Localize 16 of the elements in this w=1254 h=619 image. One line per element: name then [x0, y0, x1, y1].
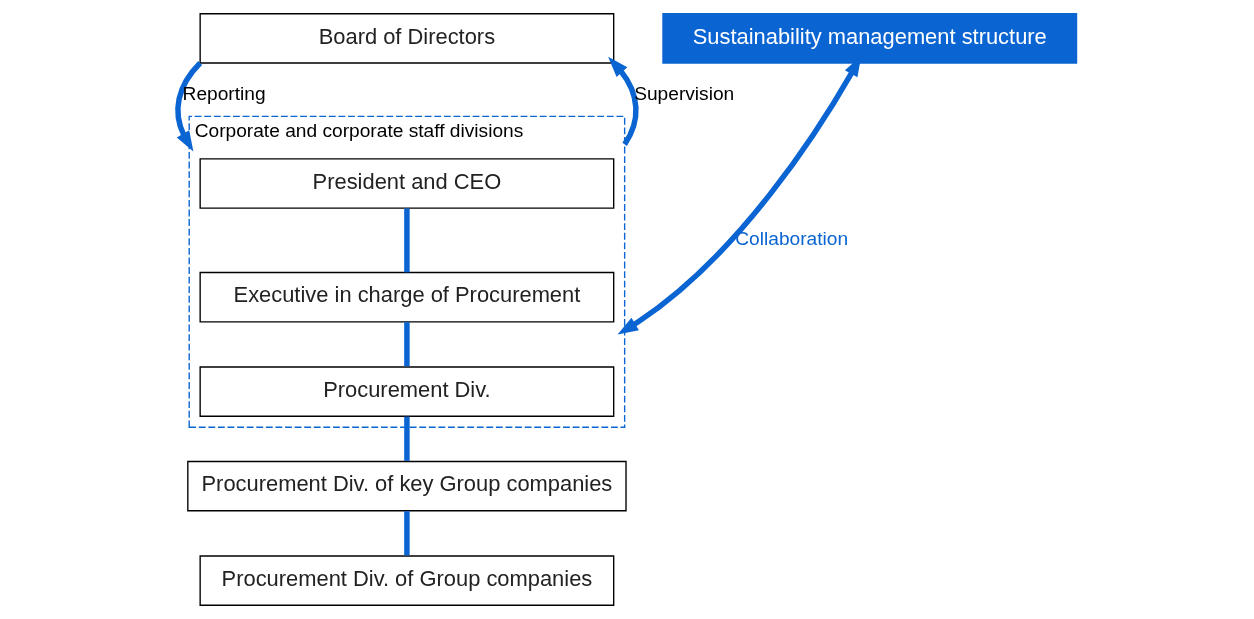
- node-box: Procurement Div.: [199, 366, 615, 417]
- edge-label: Collaboration: [735, 228, 849, 250]
- edge-label: Supervision: [634, 83, 735, 105]
- edge-label: Reporting: [182, 83, 266, 105]
- connector: [404, 416, 410, 461]
- node-box: President and CEO: [199, 158, 615, 209]
- connector: [404, 208, 410, 273]
- node-box: Procurement Div. of Group companies: [199, 555, 615, 606]
- arrow: [608, 56, 639, 146]
- node-box: Executive in charge of Procurement: [199, 271, 615, 323]
- node-box: Procurement Div. of key Group companies: [187, 460, 627, 512]
- arrow: [175, 61, 203, 152]
- node-box: Board of Directors: [199, 13, 615, 64]
- connector: [404, 322, 410, 367]
- node-box: Sustainability management structure: [662, 13, 1078, 64]
- connector: [404, 511, 410, 556]
